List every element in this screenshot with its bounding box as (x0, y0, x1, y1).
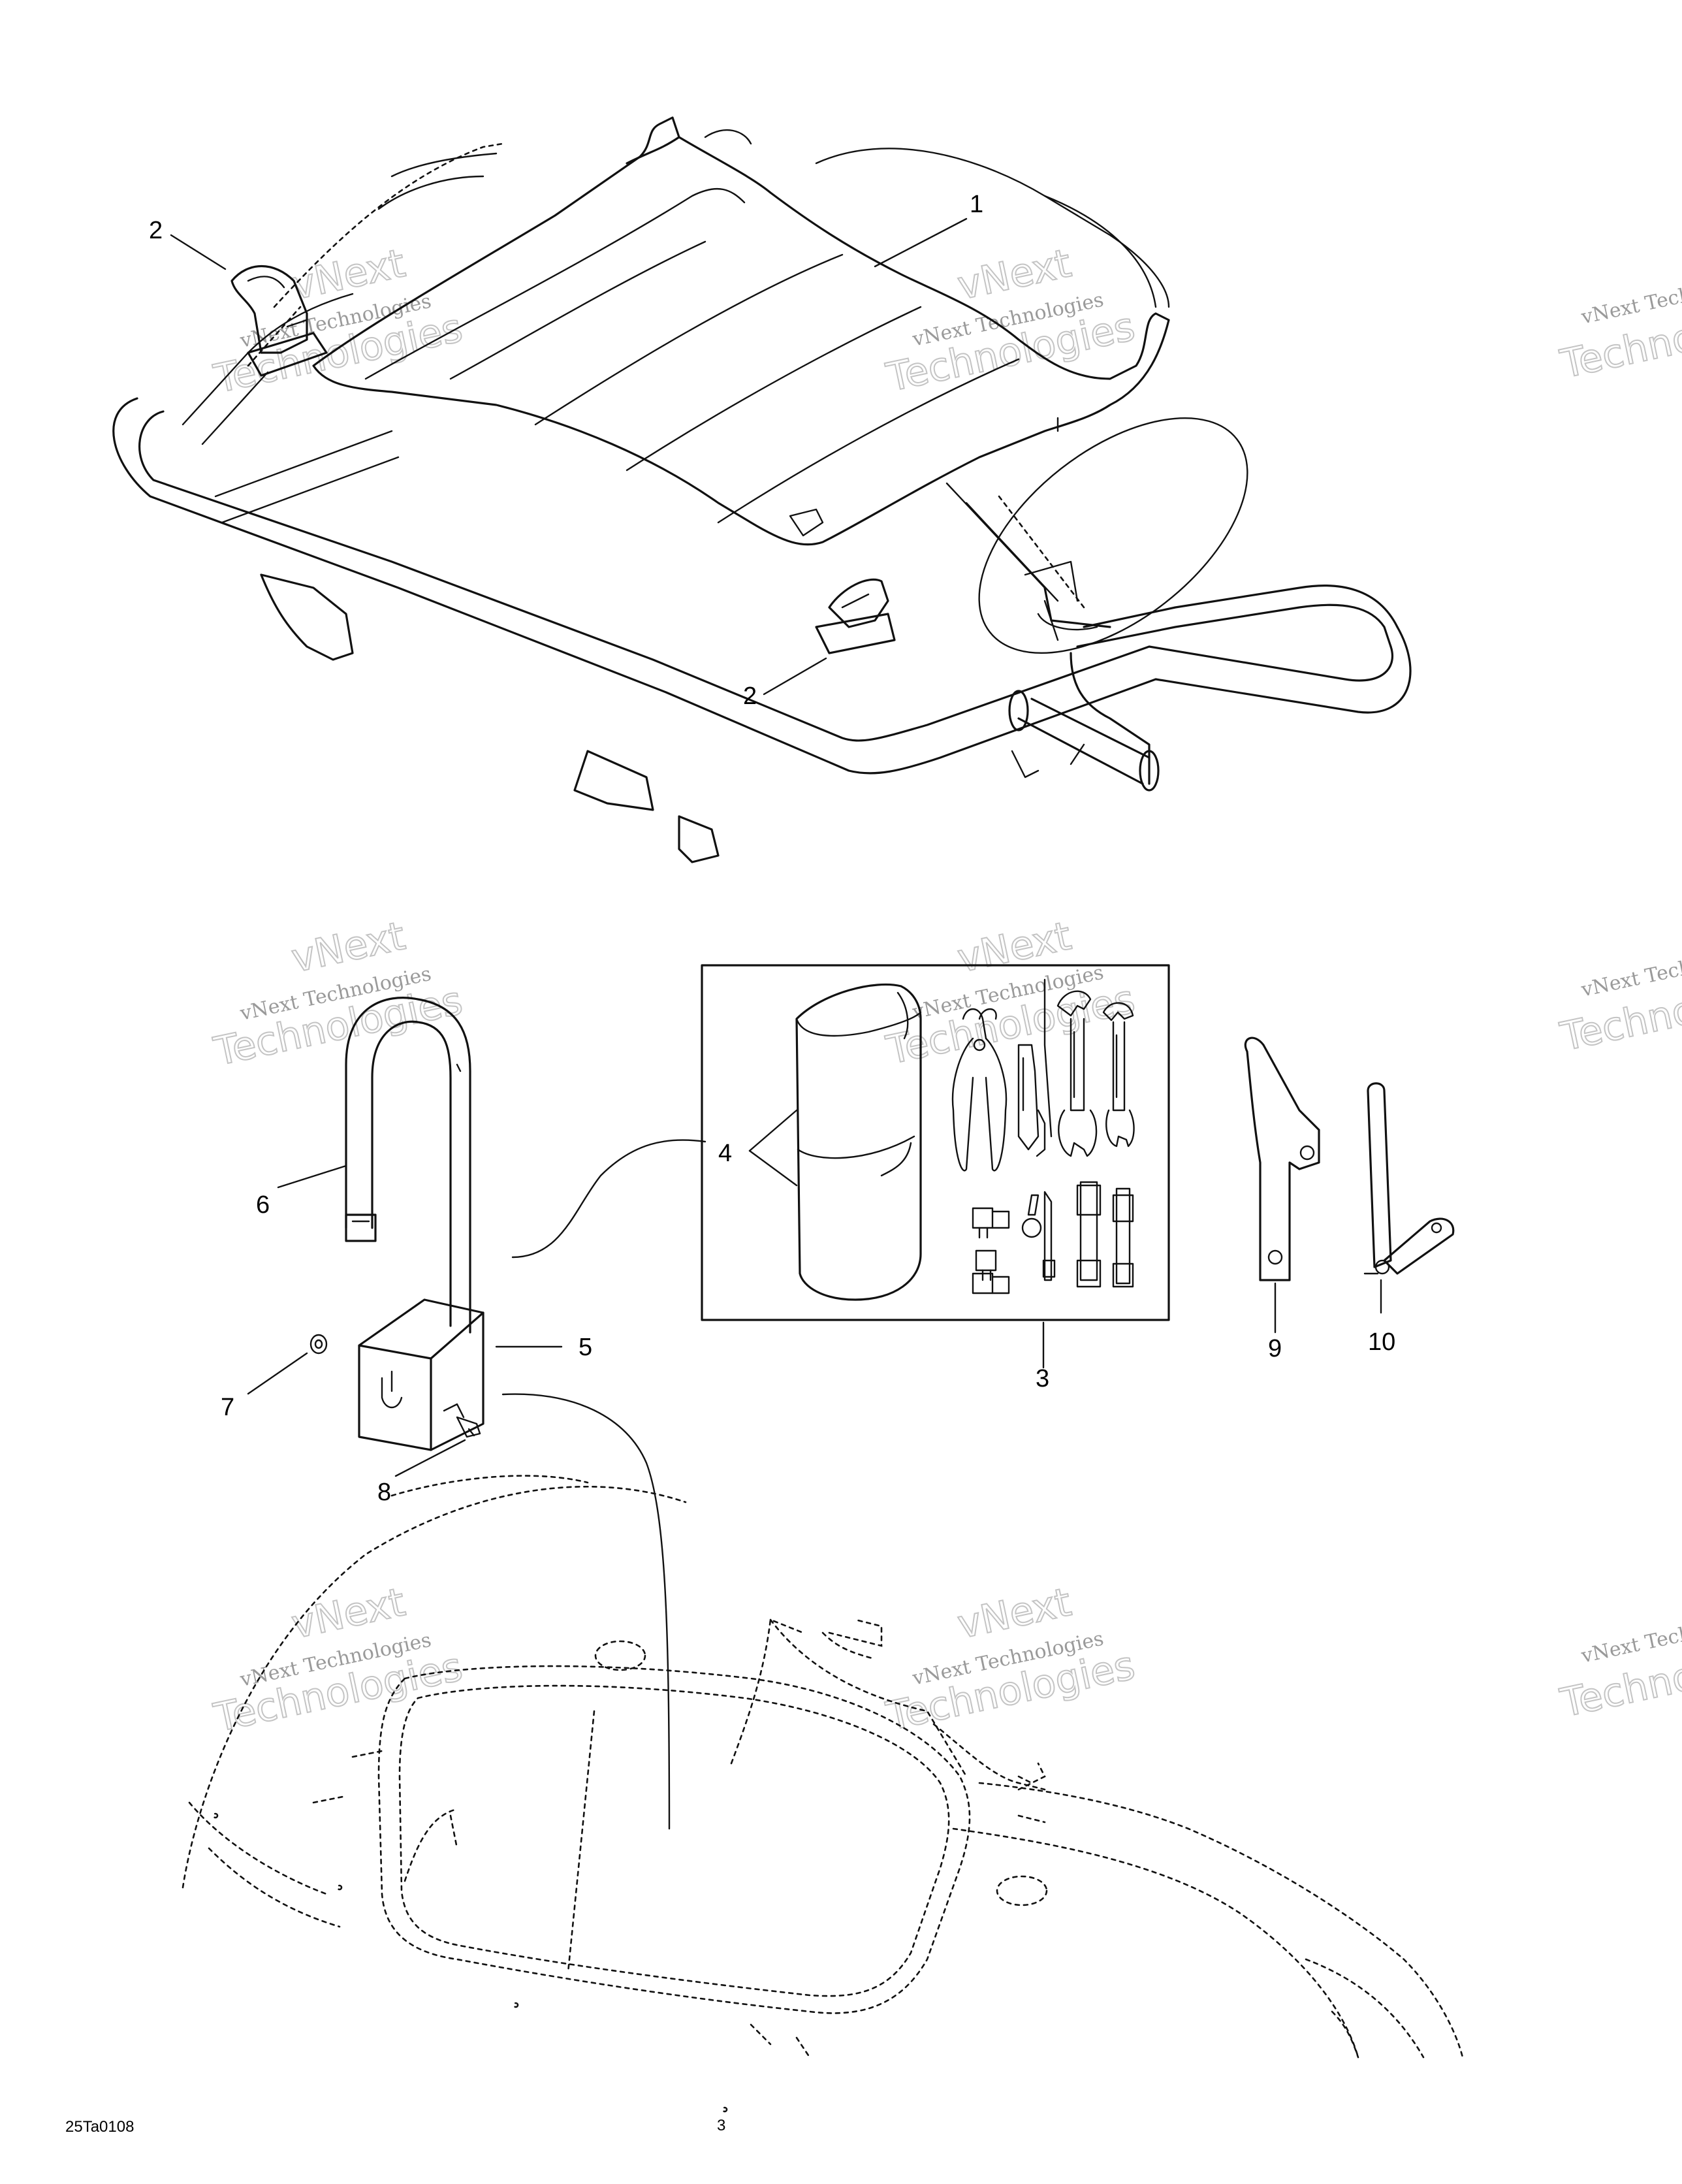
rivet-icon (309, 1334, 328, 1355)
watermark-2: vNext vNext Technologies Technologies (881, 240, 1139, 402)
rack-cover (312, 116, 1170, 546)
wrench-large-icon (1056, 990, 1098, 1157)
watermark-8: vNext vNext Technologies Technologies (881, 1579, 1139, 1741)
page-mark: 3 (717, 2117, 725, 2134)
figure-id: 25Ta0108 (65, 2118, 134, 2136)
callout-5: 5 (579, 1334, 592, 1361)
pliers-icon (951, 1008, 1008, 1172)
watermark-1: vNext vNext Technologies Technologies (210, 240, 468, 403)
callout-1: 1 (970, 191, 983, 218)
lever-key-tool (1363, 1082, 1455, 1275)
callout-4: 4 (718, 1140, 732, 1167)
watermark-9: vNext Technologies Technologies (1556, 1605, 1682, 1727)
callout-6: 6 (256, 1191, 270, 1219)
spanner-tool (1244, 1036, 1320, 1281)
rear-body-storage (182, 1475, 1464, 2113)
callout-2-left: 2 (149, 217, 163, 244)
screwdriver-icon (1017, 978, 1053, 1157)
callout-2-right: 2 (743, 682, 757, 710)
leader-lines (170, 217, 1382, 1830)
callout-3: 3 (1036, 1365, 1049, 1392)
tool-bag (795, 983, 922, 1301)
rear-rack-frame (112, 142, 1412, 863)
tool-kit-frame (701, 964, 1170, 1321)
fuses-icon (972, 1207, 1010, 1294)
rack-hook-right (815, 578, 896, 654)
watermark-5: vNext vNext Technologies Technologies (881, 912, 1139, 1074)
rack-hook-left (230, 265, 328, 377)
callout-7: 7 (221, 1394, 234, 1421)
watermark-6: vNext Technologies Technologies (1556, 939, 1682, 1061)
callout-10: 10 (1368, 1328, 1395, 1356)
spark-plug-socket-icon (1021, 1191, 1056, 1281)
tool-kit-strap (345, 997, 471, 1334)
tool-box-bracket (309, 1298, 484, 1451)
watermark-7: vNext vNext Technologies Technologies (210, 1579, 468, 1742)
wrench-small-icon (1102, 1002, 1135, 1148)
watermark-4: vNext vNext Technologies Technologies (210, 912, 468, 1076)
socket-wrench-tube-icon (1076, 1181, 1134, 1288)
callout-9: 9 (1268, 1335, 1282, 1362)
callout-8: 8 (377, 1479, 391, 1506)
watermark-3: vNext Technologies Technologies (1556, 266, 1682, 388)
